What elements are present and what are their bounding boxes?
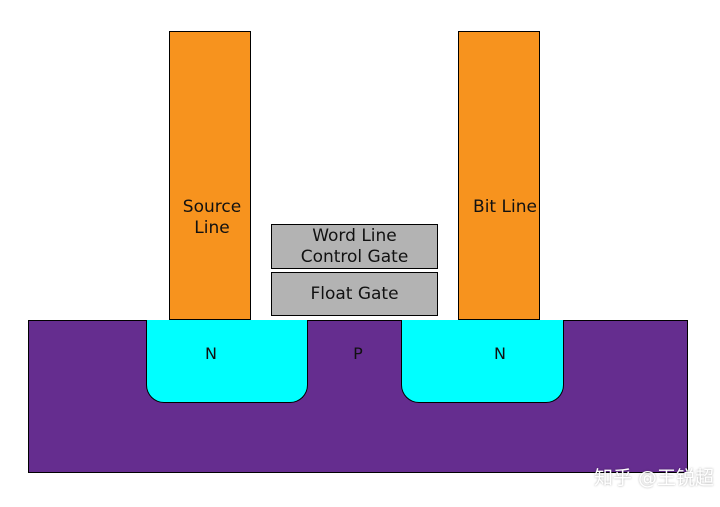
n-region-right-label: N xyxy=(494,344,506,363)
source-line-label-1: Source xyxy=(182,197,242,217)
bit-line-pillar xyxy=(458,31,540,320)
control-gate-label-2: Control Gate xyxy=(300,246,409,267)
p-region-label: P xyxy=(353,344,363,363)
watermark-text: 知乎 @王锐超 xyxy=(593,466,714,489)
float-gate: Float Gate xyxy=(271,272,438,316)
p-substrate xyxy=(28,320,688,473)
source-line-pillar xyxy=(169,31,251,320)
source-line-label-2: Line xyxy=(194,218,230,238)
source-line-label: Source Line xyxy=(171,197,253,239)
zhihu-watermark: 知乎 @王锐超 xyxy=(548,462,714,490)
control-gate-label: Word Line Control Gate xyxy=(301,226,409,268)
n-well-source xyxy=(146,320,308,403)
bit-line-label: Bit Line xyxy=(473,197,537,217)
control-gate-label-1: Word Line xyxy=(312,225,397,246)
float-gate-label: Float Gate xyxy=(310,283,399,304)
n-region-left-label: N xyxy=(205,344,217,363)
n-well-drain xyxy=(401,320,564,403)
control-gate: Word Line Control Gate xyxy=(271,224,438,269)
